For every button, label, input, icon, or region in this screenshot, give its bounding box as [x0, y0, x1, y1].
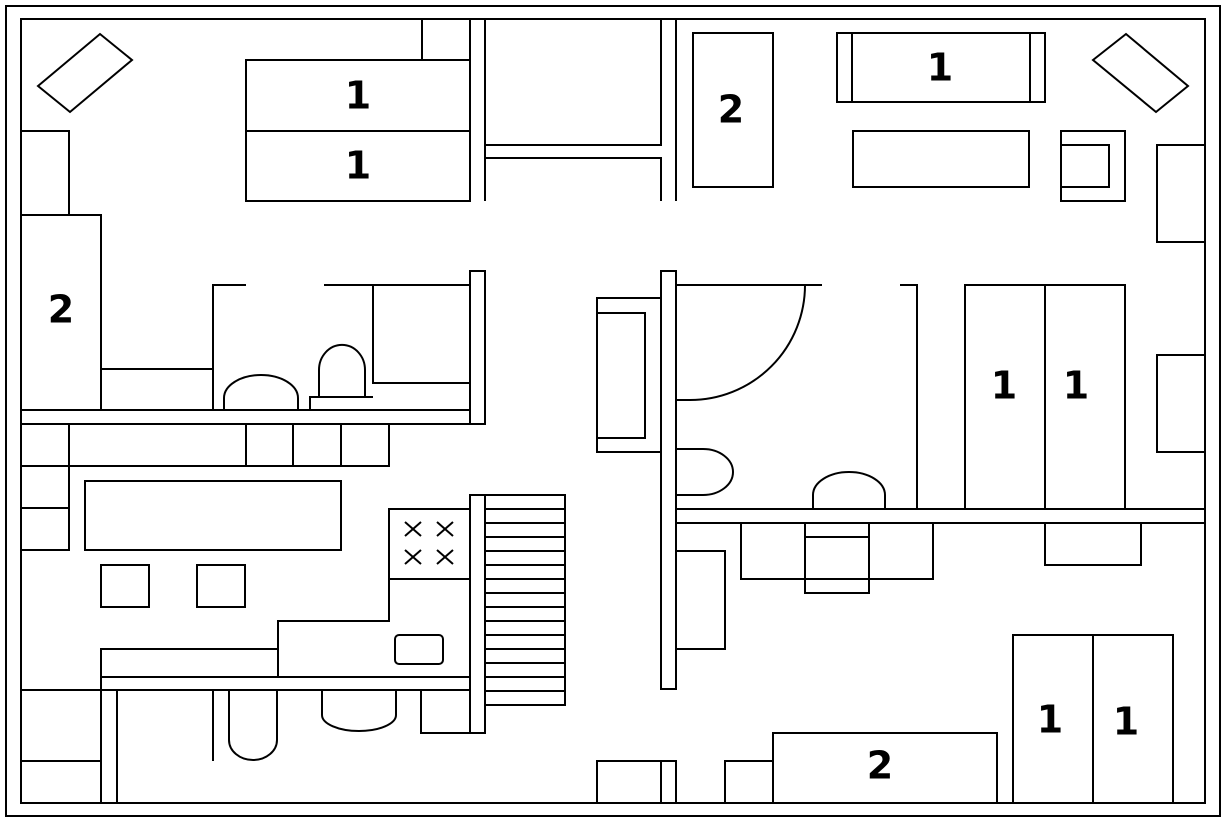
sink-left — [223, 374, 299, 410]
bed-mid-right-b — [1044, 284, 1126, 510]
toilet-center — [676, 448, 734, 496]
window-top-right — [1091, 32, 1190, 114]
room-labels: 1 1 2 2 1 1 1 1 1 2 — [48, 46, 1139, 788]
label-bed-top-2: 1 — [345, 144, 371, 188]
chair-right — [196, 564, 246, 608]
toilet-left — [318, 343, 366, 398]
label-sofa-bottom-right: 2 — [867, 744, 893, 788]
bed-top-right — [836, 32, 1046, 103]
stairs — [469, 494, 566, 734]
bathroom-center — [596, 270, 1206, 690]
toilet-bottom — [228, 690, 278, 761]
door-swing — [676, 284, 806, 401]
label-bed-bottom-right-b: 1 — [1113, 700, 1139, 744]
window-top-left — [36, 32, 134, 114]
chair-left — [100, 564, 150, 608]
label-sofa-left: 2 — [48, 288, 74, 332]
stove — [388, 508, 471, 580]
dining-table — [84, 480, 342, 551]
label-bed-top-right: 1 — [927, 46, 953, 90]
cabinet-center — [596, 297, 662, 453]
room-top-middle — [485, 18, 677, 201]
armchair — [1060, 130, 1126, 202]
label-bed-mid-right-b: 1 — [1063, 364, 1089, 408]
label-sofa-top-right: 2 — [718, 88, 744, 132]
bed-bottom-right-b — [1092, 634, 1174, 804]
bathroom-left — [21, 270, 486, 425]
room-bottom-right — [675, 522, 1174, 804]
room-top-left — [20, 19, 486, 411]
room-top-right — [692, 32, 1206, 243]
sink-center — [812, 471, 886, 509]
kitchen — [20, 423, 471, 678]
bathroom-bottom-left — [20, 677, 677, 804]
label-bed-mid-right-a: 1 — [991, 364, 1017, 408]
label-bed-bottom-right-a: 1 — [1037, 698, 1063, 742]
sink-bottom — [321, 690, 397, 732]
kitchen-sink — [394, 634, 444, 665]
sofa-top-right — [692, 32, 774, 188]
label-bed-top-1: 1 — [345, 74, 371, 118]
